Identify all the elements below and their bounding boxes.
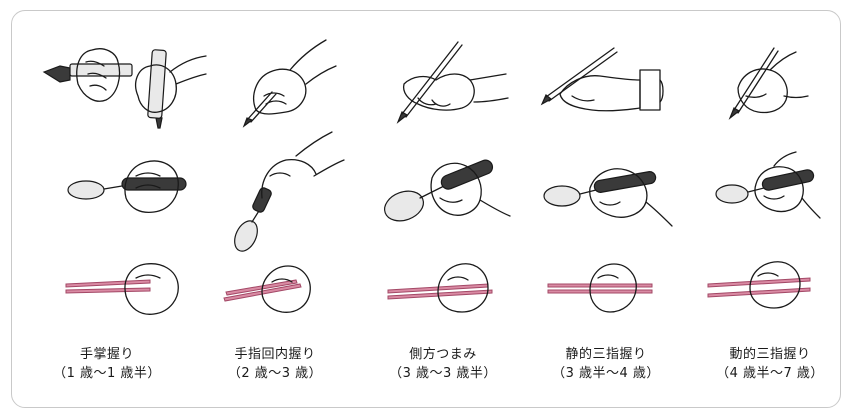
spoon-grip-stage-5	[715, 151, 821, 219]
pencil-grip-stage-2	[242, 39, 337, 128]
spoon-grip-stage-4	[543, 168, 673, 227]
chopsticks-grip-stage-5	[707, 261, 811, 309]
stage-title: 手指回内握り	[234, 347, 316, 362]
stage-title: 手掌握り	[79, 347, 134, 362]
stage-label-2: 手指回内握り （2 歳〜3 歳）	[205, 345, 345, 383]
chopsticks-grip-stage-1	[65, 263, 179, 315]
spoon-grip-stage-2	[234, 131, 345, 252]
spoon-grip-stage-1	[67, 160, 187, 214]
stage-age: （4 歳半〜7 歳）	[716, 366, 824, 381]
stage-label-1: 手掌握り （1 歳〜1 歳半）	[37, 345, 177, 383]
stage-age: （2 歳〜3 歳）	[227, 366, 323, 381]
stage-age: （1 歳〜1 歳半）	[53, 366, 161, 381]
stage-title: 側方つまみ	[409, 347, 477, 362]
stage-label-4: 静的三指握り （3 歳半〜4 歳）	[536, 345, 676, 383]
pencil-grip-stage-1	[42, 48, 207, 129]
pencil-grip-stage-4	[540, 47, 664, 112]
stage-age: （3 歳半〜4 歳）	[552, 366, 660, 381]
stage-title: 静的三指握り	[565, 347, 647, 362]
spoon-grip-stage-3	[384, 159, 511, 222]
pencil-grip-stage-5	[728, 47, 809, 120]
chopsticks-grip-stage-2	[223, 265, 311, 313]
pencil-grip-stage-3	[396, 41, 509, 124]
stage-title: 動的三指握り	[729, 347, 811, 362]
stage-label-3: 側方つまみ （3 歳〜3 歳半）	[373, 345, 513, 383]
stage-label-5: 動的三指握り （4 歳半〜7 歳）	[700, 345, 840, 383]
chopsticks-grip-stage-4	[547, 263, 653, 313]
chopsticks-grip-stage-3	[387, 263, 493, 313]
stage-age: （3 歳〜3 歳半）	[389, 366, 497, 381]
